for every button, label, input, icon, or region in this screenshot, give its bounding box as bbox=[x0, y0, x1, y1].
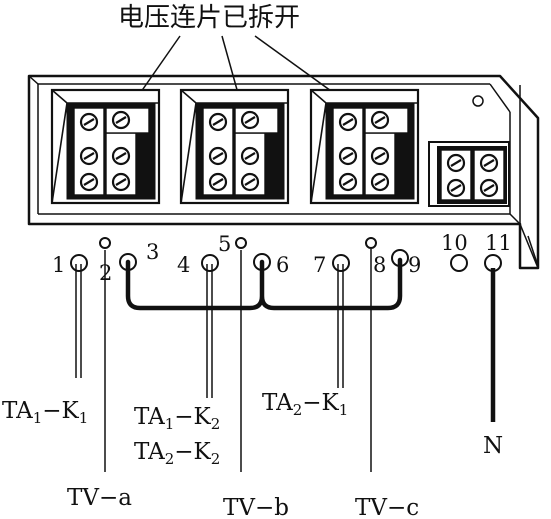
terminal-number-11: 11 bbox=[485, 231, 512, 255]
screw-bottom-right-slot bbox=[115, 178, 127, 186]
mounting-hole bbox=[472, 95, 484, 107]
label-ta2-k1: TA2−K1 bbox=[262, 390, 348, 419]
terminal-holes bbox=[70, 237, 502, 272]
group-bevel-left bbox=[51, 102, 68, 204]
terminal-groups bbox=[50, 88, 510, 207]
terminal-number-4: 4 bbox=[177, 253, 190, 277]
label-ta2-k2: TA2−K2 bbox=[134, 439, 220, 468]
screw-mid-left-slot bbox=[83, 152, 95, 160]
terminal-group-neutral bbox=[428, 141, 510, 207]
screw-bottom-left-slot bbox=[342, 178, 354, 186]
jumper-3-6-9 bbox=[125, 257, 403, 311]
screw-mid-left-slot bbox=[342, 152, 354, 160]
terminal-block-housing bbox=[27, 74, 540, 270]
terminal-group-1 bbox=[50, 88, 161, 205]
terminal-hole-1 bbox=[70, 254, 88, 272]
group-bevel-left bbox=[180, 102, 197, 204]
label-ta1-k1: TA1−K1 bbox=[2, 398, 88, 427]
terminal-number-9: 9 bbox=[408, 253, 421, 277]
label-ta1-k2: TA1−K2 bbox=[134, 404, 220, 433]
screw-top-left-slot bbox=[212, 118, 224, 126]
terminal-group-3 bbox=[309, 88, 420, 205]
terminal-numbers: 1 2 3 4 5 6 7 8 9 10 11 bbox=[52, 231, 512, 285]
terminal-hole-2 bbox=[99, 237, 111, 249]
terminal-number-10: 10 bbox=[441, 231, 468, 255]
screw-mid-right-slot bbox=[115, 152, 127, 160]
screw-mid-right-slot bbox=[374, 152, 386, 160]
screw-mid-left-slot bbox=[212, 152, 224, 160]
terminal-number-8: 8 bbox=[373, 253, 386, 277]
screw-strap-slot bbox=[244, 116, 256, 124]
neutral-screw-4-slot bbox=[483, 184, 495, 192]
screw-bottom-right-slot bbox=[374, 178, 386, 186]
terminal-number-6: 6 bbox=[276, 253, 289, 277]
screw-top-left-slot bbox=[83, 118, 95, 126]
neutral-screw-3-slot bbox=[450, 184, 462, 192]
terminal-hole-10 bbox=[450, 254, 468, 272]
label-tv-c: TV−c bbox=[355, 495, 419, 519]
terminal-number-5: 5 bbox=[218, 232, 231, 256]
screw-mid-right-slot bbox=[244, 152, 256, 160]
screw-bottom-left-slot bbox=[83, 178, 95, 186]
screw-strap-slot bbox=[115, 116, 127, 124]
group-bevel-left bbox=[310, 102, 327, 204]
terminal-number-3: 3 bbox=[146, 240, 159, 264]
neutral-screw-2-slot bbox=[483, 159, 495, 167]
screw-bottom-right-slot bbox=[244, 178, 256, 186]
terminal-hole-8 bbox=[365, 237, 377, 249]
wires bbox=[75, 249, 496, 472]
screw-bottom-left-slot bbox=[212, 178, 224, 186]
title: 电压连片已拆开 bbox=[118, 3, 300, 33]
terminal-group-2 bbox=[179, 88, 290, 205]
label-tv-a: TV−a bbox=[67, 485, 132, 511]
screw-strap-slot bbox=[374, 116, 386, 124]
screw-top-left-slot bbox=[342, 118, 354, 126]
label-n: N bbox=[483, 433, 503, 459]
terminal-number-1: 1 bbox=[52, 253, 65, 277]
terminal-hole-5 bbox=[235, 237, 247, 249]
terminal-hole-4 bbox=[201, 254, 219, 272]
terminal-hole-7 bbox=[332, 254, 350, 272]
neutral-screw-1-slot bbox=[450, 159, 462, 167]
terminal-number-7: 7 bbox=[313, 253, 326, 277]
wire-label-group: TA1−K1 TA1−K2 TA2−K2 TA2−K1 TV−a TV−b TV… bbox=[2, 390, 503, 519]
label-tv-b: TV−b bbox=[223, 495, 289, 519]
